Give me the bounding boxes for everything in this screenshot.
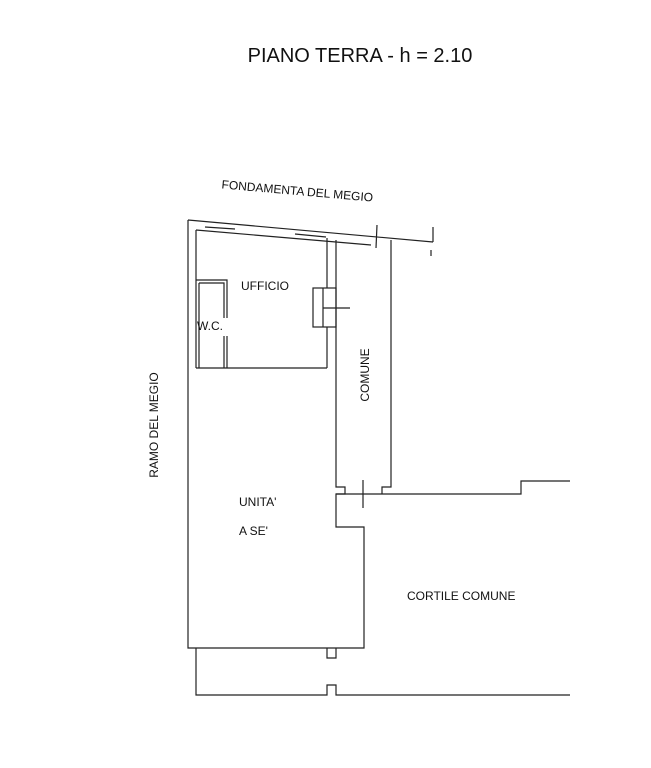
room-label-wc: W.C. [197, 319, 223, 333]
room-label-unita-2: A SE' [239, 524, 268, 538]
plan-title: PIANO TERRA - h = 2.10 [248, 45, 473, 67]
room-label-ufficio: UFFICIO [241, 279, 289, 293]
street-label-top: FONDAMENTA DEL MEGIO [221, 177, 374, 204]
street-label-left: RAMO DEL MEGIO [147, 372, 161, 478]
room-label-comune: COMUNE [358, 348, 372, 401]
room-label-cortile: CORTILE COMUNE [407, 589, 515, 603]
room-label-unita-1: UNITA' [239, 495, 276, 509]
walls [187, 219, 570, 696]
